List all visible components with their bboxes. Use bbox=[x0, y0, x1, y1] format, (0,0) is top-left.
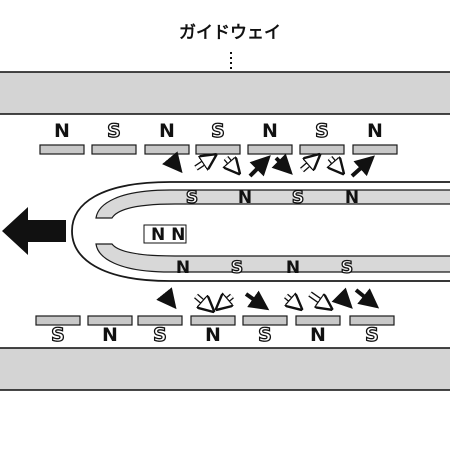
top-guideway-coil bbox=[39, 144, 85, 155]
upper-force-arrow-black bbox=[271, 153, 293, 175]
train-upper-pole-s: S bbox=[186, 188, 198, 208]
lower-force-arrow-black bbox=[244, 290, 270, 311]
upper-force-arrow-black bbox=[350, 155, 375, 178]
force-arrows bbox=[156, 151, 380, 311]
center-magnet-label: N N bbox=[143, 224, 187, 245]
top-guideway-pole-n: N bbox=[159, 120, 175, 142]
guideway-label: ガイドウェイ bbox=[179, 23, 281, 43]
top-guideway-coil bbox=[247, 144, 293, 155]
bottom-guideway-pole-s: S bbox=[153, 324, 167, 346]
train-lower-pole-s: S bbox=[231, 258, 243, 278]
lower-force-arrow-black bbox=[331, 287, 353, 309]
train-upper-stripe bbox=[95, 189, 450, 219]
bottom-guideway-coil bbox=[295, 315, 341, 326]
direction-arrow bbox=[2, 207, 66, 255]
bottom-guideway-pole-n: N bbox=[102, 324, 118, 346]
upper-force-arrow-black bbox=[248, 155, 271, 178]
top-guideway bbox=[0, 71, 450, 115]
bottom-guideway-coil bbox=[242, 315, 288, 326]
center-label-text: N N bbox=[151, 225, 185, 245]
lower-force-arrow-white bbox=[309, 292, 330, 308]
top-guideway-pole-s: S bbox=[315, 120, 329, 142]
bottom-guideway-coil bbox=[35, 315, 81, 326]
upper-force-arrow-black bbox=[162, 151, 183, 174]
top-guideway-coil bbox=[144, 144, 190, 155]
top-guideway-pole-n: N bbox=[262, 120, 278, 142]
lower-force-arrow-white bbox=[286, 296, 300, 308]
bottom-guideway-coil bbox=[349, 315, 395, 326]
lower-force-arrow-white bbox=[194, 296, 212, 310]
train-upper-pole-s: S bbox=[292, 188, 304, 208]
lower-force-arrow-white bbox=[218, 296, 232, 308]
train-upper-pole-n: N bbox=[238, 188, 252, 208]
bottom-guideway-coil bbox=[87, 315, 133, 326]
lower-force-arrow-black bbox=[156, 287, 177, 310]
train-lower-stripe bbox=[95, 243, 450, 273]
magnet-group: N S N S N S N S N S N S N S S N S N N S N S bbox=[35, 119, 398, 347]
bottom-guideway-pole-s: S bbox=[365, 324, 379, 346]
upper-force-arrow-white bbox=[195, 156, 214, 168]
top-guideway-coil bbox=[352, 144, 398, 155]
train-lower-pole-n: N bbox=[286, 258, 300, 278]
bottom-guideway bbox=[0, 347, 450, 391]
bottom-guideway-pole-n: N bbox=[310, 324, 326, 346]
upper-force-arrow-white bbox=[300, 156, 318, 170]
upper-force-arrow-white bbox=[226, 158, 238, 172]
train-upper-pole-n: N bbox=[345, 188, 359, 208]
top-guideway-pole-n: N bbox=[54, 120, 70, 142]
bottom-guideway-coil bbox=[137, 315, 183, 326]
train-lower-pole-s: S bbox=[341, 258, 353, 278]
bottom-guideway-coil bbox=[190, 315, 236, 326]
upper-force-arrow-white bbox=[330, 158, 342, 172]
lower-force-arrow-black bbox=[354, 288, 380, 309]
bottom-guideway-pole-s: S bbox=[51, 324, 65, 346]
top-guideway-pole-s: S bbox=[107, 120, 121, 142]
top-guideway-pole-n: N bbox=[367, 120, 383, 142]
top-guideway-coil bbox=[195, 144, 241, 155]
top-guideway-coil bbox=[91, 144, 137, 155]
top-guideway-pole-s: S bbox=[211, 120, 225, 142]
train-lower-pole-n: N bbox=[176, 258, 190, 278]
bottom-guideway-pole-s: S bbox=[258, 324, 272, 346]
bottom-guideway-pole-n: N bbox=[205, 324, 221, 346]
top-guideway-coil bbox=[299, 144, 345, 155]
